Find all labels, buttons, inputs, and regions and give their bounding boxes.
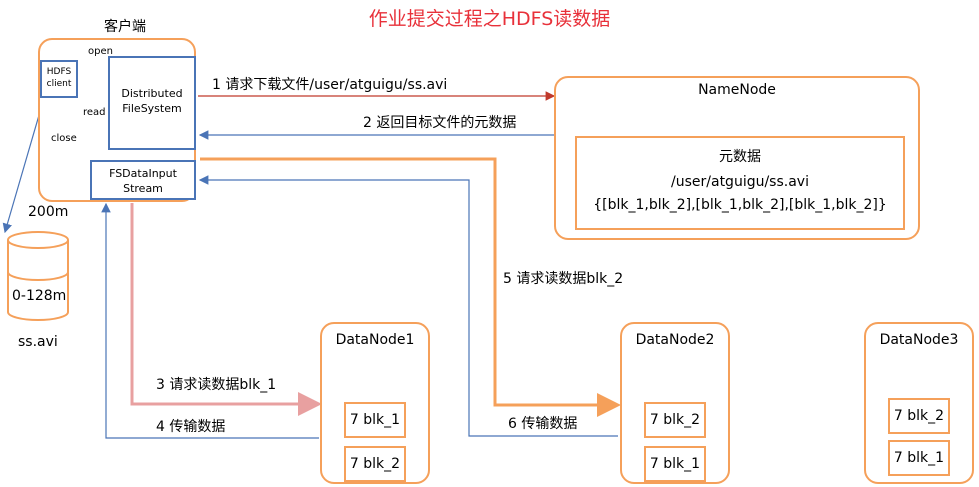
step2-label: 2 返回目标文件的元数据: [363, 115, 517, 131]
hdfs-client-box: HDFS client: [40, 60, 78, 98]
datanode1-block-1: 7 blk_1: [344, 402, 406, 438]
namenode-label: NameNode: [698, 82, 776, 98]
open-label: open: [88, 46, 113, 57]
datanode1-label: DataNode1: [335, 332, 415, 348]
step3-label: 3 请求读数据blk_1: [156, 377, 277, 393]
close-label: close: [51, 133, 77, 144]
file-cylinder: [7, 231, 69, 321]
size-label: 200m: [28, 204, 69, 220]
file-range-label: 0-128m: [12, 288, 67, 304]
diagram-title: 作业提交过程之HDFS读数据: [368, 8, 611, 30]
datanode1-block-2: 7 blk_2: [344, 446, 406, 482]
datanode1-box: DataNode1 7 blk_1 7 blk_2: [320, 322, 430, 484]
arrow-step3: [130, 203, 322, 416]
arrow-step6: [198, 175, 618, 437]
datanode2-block-2: 7 blk_1: [644, 446, 706, 482]
distributed-filesystem-box: Distributed FileSystem: [108, 56, 196, 150]
datanode2-box: DataNode2 7 blk_2 7 blk_1: [620, 322, 730, 484]
metadata-title: 元数据: [719, 149, 761, 165]
step6-label: 6 传输数据: [508, 416, 578, 432]
step1-label: 1 请求下载文件/user/atguigu/ss.avi: [212, 77, 448, 93]
metadata-path: /user/atguigu/ss.avi: [671, 174, 809, 190]
arrow-step5: [200, 157, 621, 417]
datanode3-block-1: 7 blk_2: [888, 398, 950, 434]
fsdatainputstream-box: FSDataInput Stream: [90, 160, 196, 200]
step4-label: 4 传输数据: [156, 419, 226, 435]
step5-label: 5 请求读数据blk_2: [503, 271, 624, 287]
client-label: 客户端: [104, 19, 146, 35]
file-name-label: ss.avi: [18, 334, 58, 350]
datanode3-label: DataNode3: [879, 332, 959, 348]
arrow-to-file: [2, 97, 45, 234]
metadata-blocks: {[blk_1,blk_2],[blk_1,blk_2],[blk_1,blk_…: [593, 197, 887, 213]
metadata-box: 元数据 /user/atguigu/ss.avi {[blk_1,blk_2],…: [575, 136, 905, 230]
datanode2-label: DataNode2: [635, 332, 715, 348]
read-label: read: [83, 107, 106, 118]
datanode3-box: DataNode3 7 blk_2 7 blk_1: [864, 322, 974, 484]
datanode2-block-1: 7 blk_2: [644, 402, 706, 438]
datanode3-block-2: 7 blk_1: [888, 440, 950, 476]
arrow-step4: [101, 202, 319, 439]
